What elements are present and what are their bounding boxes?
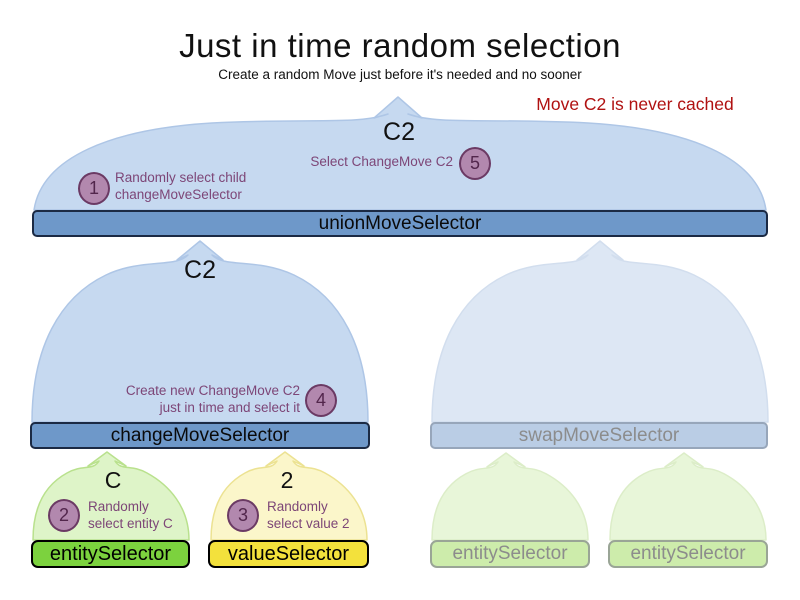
value-selector-box: valueSelector [208, 540, 369, 568]
step-4-text: Create new ChangeMove C2 just in time an… [125, 383, 300, 415]
step-3-text: Randomly select value 2 [267, 499, 350, 531]
cache-bubble-change: C2 [184, 256, 216, 284]
change-move-selector-bar: changeMoveSelector [30, 422, 370, 449]
step-2-text: Randomly select entity C [88, 499, 173, 531]
entity-faded-right-funnel-arrow-icon [609, 452, 767, 541]
step-5-badge: 5 [459, 147, 491, 180]
swap-funnel-arrow-icon [431, 240, 769, 423]
step-4-badge: 4 [305, 384, 337, 417]
cache-bubble-union: C2 [383, 118, 415, 146]
entity-selector-box: entitySelector [31, 540, 190, 568]
step-3-badge: 3 [227, 499, 259, 532]
swap-move-selector-bar: swapMoveSelector [430, 422, 768, 449]
union-funnel-arrow-icon [33, 96, 767, 211]
step-2-badge: 2 [48, 499, 80, 532]
cache-bubble-entity: C [104, 467, 122, 493]
entity-faded-left-funnel-arrow-icon [431, 452, 589, 541]
diagram-subtitle: Create a random Move just before it's ne… [218, 67, 582, 82]
change-funnel-arrow-icon [31, 240, 369, 423]
step-5-text: Select ChangeMove C2 [310, 154, 453, 169]
note-never-cached: Move C2 is never cached [536, 94, 734, 114]
step-1-badge: 1 [78, 172, 110, 205]
union-move-selector-bar: unionMoveSelector [32, 210, 768, 237]
cache-bubble-value: 2 [280, 467, 294, 493]
entity-selector-faded-right-box: entitySelector [608, 540, 768, 568]
step-1-text: Randomly select child changeMoveSelector [115, 170, 247, 202]
entity-selector-faded-left-box: entitySelector [430, 540, 590, 568]
diagram-title: Just in time random selection [179, 27, 621, 64]
